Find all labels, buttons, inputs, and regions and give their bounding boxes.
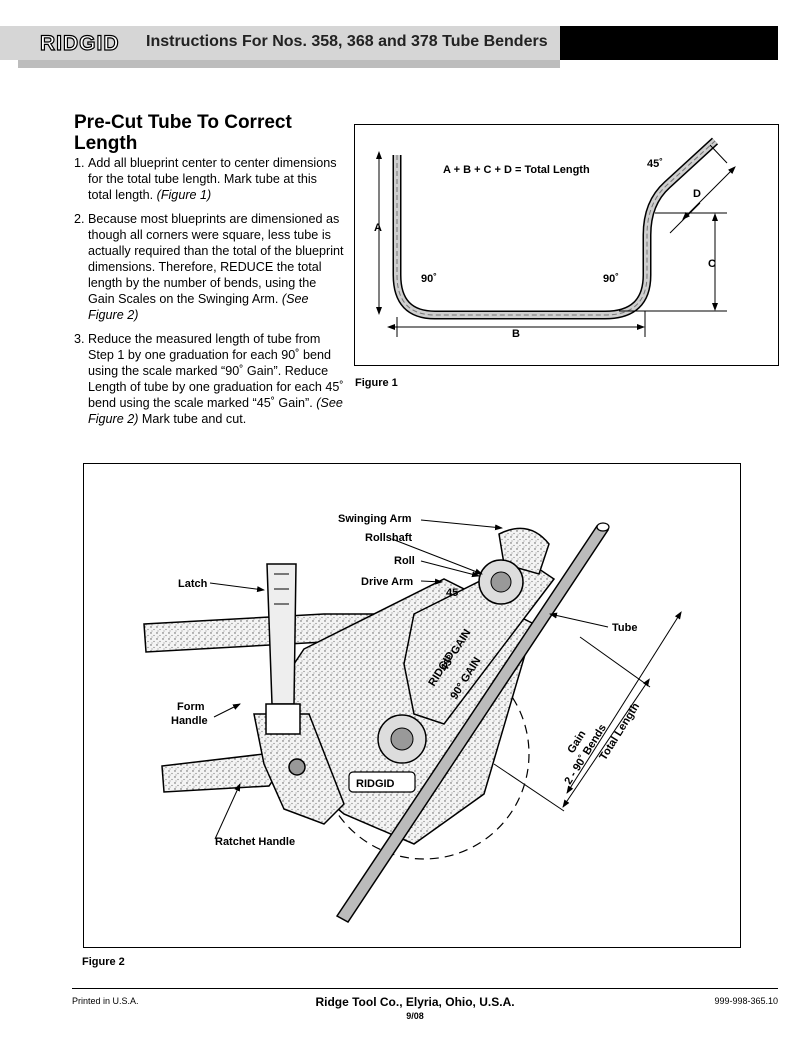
figure1-formula: A + B + C + D = Total Length [443, 164, 590, 176]
label-a: A [374, 222, 382, 234]
latch-lever [266, 563, 297, 705]
step-number: 2. [74, 212, 85, 226]
header-bar [0, 26, 560, 60]
step-number: 3. [74, 332, 85, 346]
step-text: Add all blueprint center to center dimen… [88, 156, 337, 202]
figure-2-box: RIDGID RIDGID 45° GAIN 90° GAIN 45 Swing… [83, 463, 741, 948]
label-tube: Tube [612, 622, 637, 634]
figure-1-caption: Figure 1 [355, 377, 398, 389]
pivot-icon [288, 758, 306, 776]
section-title: Pre-Cut Tube To Correct Length [74, 112, 292, 154]
page-header: RIDGID Instructions For Nos. 358, 368 an… [0, 26, 802, 68]
form-brand-mark: RIDGID [356, 778, 395, 790]
tube-bender-illustration: RIDGID RIDGID 45° GAIN 90° GAIN 45 Swing… [143, 513, 682, 923]
figure-reference: (See Figure 2) [88, 396, 343, 426]
ridgid-logo: RIDGID [39, 31, 120, 55]
angle-90-left: 90˚ [421, 273, 437, 285]
footer-part-number: 999-998-365.10 [714, 996, 778, 1006]
step-number: 1. [74, 156, 85, 170]
latch-clip [265, 703, 301, 735]
label-form-handle-1: Form [177, 701, 205, 713]
scale-45-mark: 45 [446, 587, 458, 599]
figure-1-box: A + B + C + D = Total Length A B C D 90˚… [354, 124, 779, 366]
tube-centerline [396, 140, 716, 316]
document-title: Instructions For Nos. 358, 368 and 378 T… [146, 33, 548, 50]
label-roll: Roll [394, 555, 415, 567]
figure-2-caption: Figure 2 [82, 956, 125, 968]
label-drive-arm: Drive Arm [361, 576, 413, 588]
total-length-dimension-line [566, 611, 682, 794]
header-black-block [560, 26, 778, 60]
label-latch: Latch [178, 578, 208, 590]
step-text-tail: Mark tube and cut. [138, 412, 247, 426]
header-underline [18, 60, 560, 68]
label-ratchet-handle: Ratchet Handle [215, 836, 295, 848]
step-3: 3. Reduce the measured length of tube fr… [74, 331, 344, 427]
label-form-handle-2: Handle [171, 715, 208, 727]
label-swinging-arm: Swinging Arm [338, 513, 412, 525]
figure-reference: (See Figure 2) [88, 292, 309, 322]
step-text: Because most blueprints are dimensioned … [88, 212, 344, 306]
form-circle [318, 648, 530, 860]
label-rollshaft: Rollshaft [365, 532, 412, 544]
figure-reference: (Figure 1) [156, 188, 212, 202]
tube-dimension-diagram: A + B + C + D = Total Length A B C D 90˚… [374, 137, 736, 340]
angle-90-right: 90˚ [603, 273, 619, 285]
footer-company: Ridge Tool Co., Elyria, Ohio, U.S.A. [315, 995, 515, 1009]
footer-date: 9/08 [406, 1011, 424, 1021]
label-d: D [693, 188, 701, 200]
step-text: Reduce the measured length of tube from … [88, 332, 344, 410]
angle-45: 45˚ [647, 158, 663, 170]
step-2: 2. Because most blueprints are dimension… [74, 211, 344, 323]
step-1: 1. Add all blueprint center to center di… [74, 155, 344, 203]
dimension-d-line [682, 166, 736, 220]
label-b: B [512, 328, 520, 340]
instruction-steps: 1. Add all blueprint center to center di… [74, 155, 344, 435]
form-brand-plate [348, 771, 416, 793]
footer-divider [72, 988, 778, 989]
footer-printed: Printed in U.S.A. [72, 996, 139, 1006]
label-c: C [708, 258, 716, 270]
